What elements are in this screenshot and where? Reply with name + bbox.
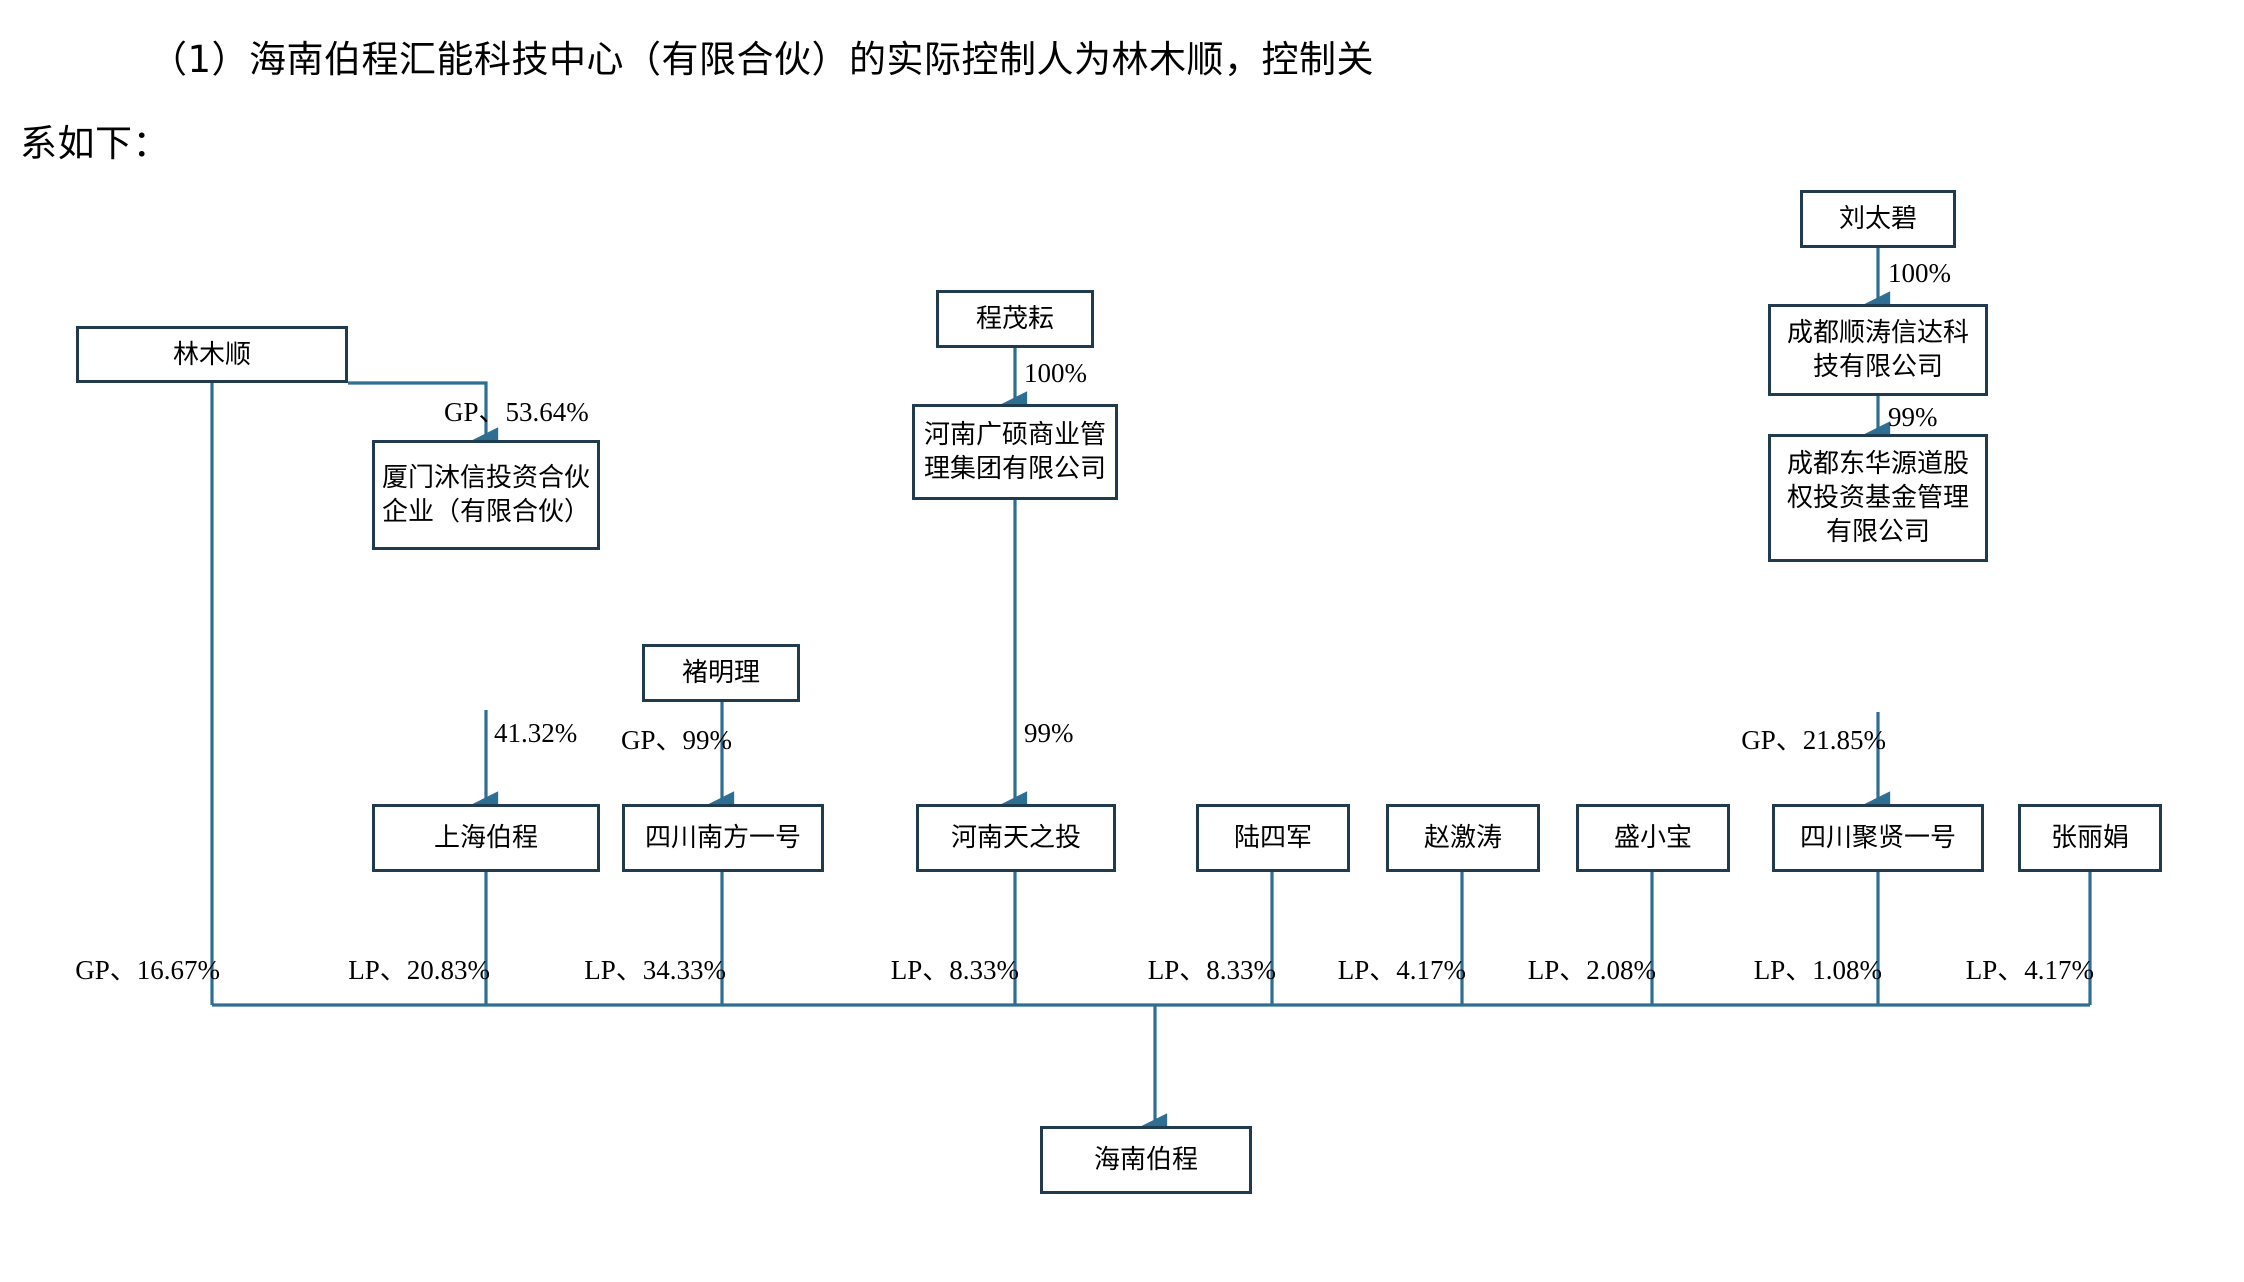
node-zhaojitao[interactable]: 赵激涛: [1386, 804, 1540, 872]
edge-label-99-henanguangshuo: 99%: [1024, 718, 1074, 748]
edge-label-lp-2-08: LP、2.08%: [1527, 955, 1656, 985]
edge-label-lp-34-33: LP、34.33%: [584, 955, 726, 985]
ownership-structure-diagram: 林木顺 程茂耘 刘太碧 厦门沐信投资合伙企业（有限合伙） 褚明理 河南广硕商业管…: [0, 178, 2244, 1282]
node-linmushun[interactable]: 林木顺: [76, 326, 348, 383]
node-sichuannanfang[interactable]: 四川南方一号: [622, 804, 824, 872]
intro-paragraph: （1）海南伯程汇能科技中心（有限合伙）的实际控制人为林木顺，控制关 系如下：: [0, 0, 2244, 186]
edge-label-gp-53-64: GP、53.64%: [444, 397, 589, 427]
edge-label-lp-8-33-henan: LP、8.33%: [890, 955, 1019, 985]
edge-label-100-chengmaoyun: 100%: [1024, 358, 1087, 388]
node-chengdudonghua[interactable]: 成都东华源道股权投资基金管理有限公司: [1768, 434, 1988, 562]
connector-lines: [210, 248, 2092, 1139]
node-henanguangshuo[interactable]: 河南广硕商业管理集团有限公司: [912, 404, 1118, 500]
edge-label-lp-1-08: LP、1.08%: [1753, 955, 1882, 985]
edge-label-100-liutaibi: 100%: [1888, 258, 1951, 288]
edge-label-lp-8-33-lusijun: LP、8.33%: [1147, 955, 1276, 985]
edge-label-99-chengdushuntao: 99%: [1888, 402, 1938, 432]
intro-line-1: （1）海南伯程汇能科技中心（有限合伙）的实际控制人为林木顺，控制关: [150, 38, 1375, 81]
edge-label-gp-99: GP、99%: [620, 725, 732, 755]
node-zhanglijuan[interactable]: 张丽娟: [2018, 804, 2162, 872]
node-shengxiaobao[interactable]: 盛小宝: [1576, 804, 1730, 872]
node-sichuanjuxian[interactable]: 四川聚贤一号: [1772, 804, 1984, 872]
node-hainanbocheng[interactable]: 海南伯程: [1040, 1126, 1252, 1194]
node-chengmaoyun[interactable]: 程茂耘: [936, 290, 1094, 348]
edge-label-lp-4-17-zhanglijuan: LP、4.17%: [1965, 955, 2094, 985]
node-shanghaibocheng[interactable]: 上海伯程: [372, 804, 600, 872]
intro-line-2: 系如下：: [20, 122, 170, 165]
edge-label-gp-21-85: GP、21.85%: [1741, 725, 1886, 755]
node-chumingli[interactable]: 褚明理: [642, 644, 800, 702]
node-henantianzhitou[interactable]: 河南天之投: [916, 804, 1116, 872]
edge-label-41-32: 41.32%: [494, 718, 578, 748]
edge-label-lp-4-17-zhaojitao: LP、4.17%: [1337, 955, 1466, 985]
node-chengdushuntao[interactable]: 成都顺涛信达科技有限公司: [1768, 304, 1988, 396]
wire-linmushun-to-xiamenmuxin: [348, 381, 499, 453]
node-xiamenmuxin[interactable]: 厦门沐信投资合伙企业（有限合伙）: [372, 440, 600, 550]
node-lusijun[interactable]: 陆四军: [1196, 804, 1350, 872]
edge-label-gp-16-67: GP、16.67%: [75, 955, 220, 985]
edge-label-lp-20-83: LP、20.83%: [348, 955, 490, 985]
node-liutaibi[interactable]: 刘太碧: [1800, 190, 1956, 248]
